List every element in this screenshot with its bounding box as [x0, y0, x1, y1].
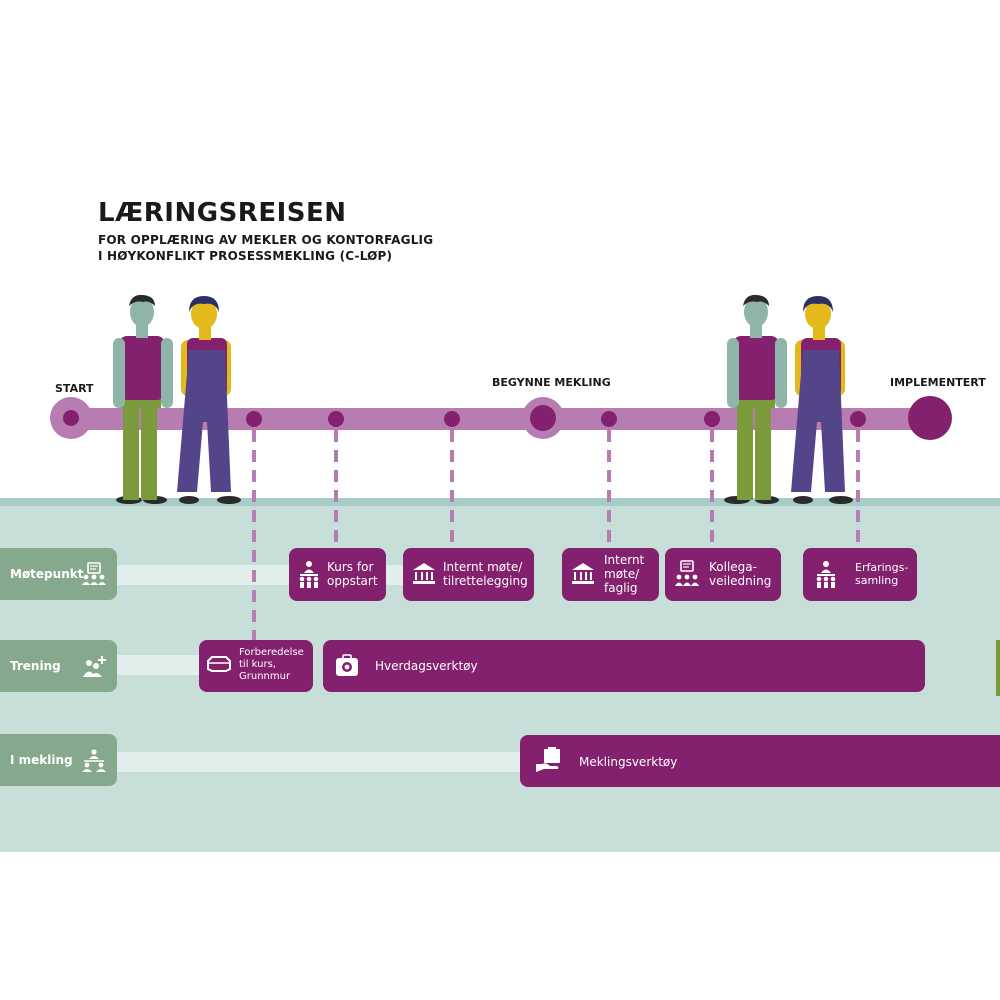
lane-label-text: Trening — [10, 659, 61, 673]
timeline-bar — [55, 408, 940, 430]
edge-accent — [996, 640, 1000, 696]
node-dot — [328, 411, 344, 427]
lane-track-trening — [117, 655, 217, 675]
node-begynne-inner — [530, 405, 556, 431]
people-illustration-left — [113, 294, 241, 504]
card-text-line: faglig — [604, 581, 638, 595]
card-text-line: samling — [855, 574, 899, 587]
woman-figure — [791, 296, 853, 504]
building-icon — [572, 563, 594, 584]
card-meklingsverktoy: Meklingsverktøy — [520, 735, 1000, 787]
card-text-line: Internt — [604, 553, 645, 567]
lane-label-trening: Trening — [0, 640, 117, 692]
card-hverdagsverktoy: Hverdagsverktøy — [323, 640, 925, 692]
card-text-line: Internt møte/ — [443, 560, 523, 574]
card-kurs-for-oppstart: Kurs for oppstart — [289, 548, 386, 601]
node-start-inner — [63, 410, 79, 426]
milestone-implementert: IMPLEMENTERT — [890, 376, 986, 389]
people-illustration-right — [724, 294, 853, 504]
node-dot — [444, 411, 460, 427]
woman-figure — [177, 296, 241, 504]
card-kollegaveiledning: Kollega- veiledning — [665, 548, 781, 601]
card-text-line: Meklingsverktøy — [579, 755, 678, 769]
node-dot — [850, 411, 866, 427]
meeting-icon — [82, 562, 106, 585]
mediation-tool-icon — [536, 747, 560, 772]
card-text-line: veiledning — [709, 574, 772, 588]
card-text-line: Kollega- — [709, 560, 757, 574]
card-text-line: Kurs for — [327, 560, 374, 574]
card-text-line: oppstart — [327, 574, 378, 588]
card-text-line: Grunnmur — [239, 671, 291, 682]
subtitle-line-1: FOR OPPLÆRING AV MEKLER OG KONTORFAGLIG — [98, 233, 434, 247]
node-dot — [704, 411, 720, 427]
building-icon — [413, 563, 435, 584]
card-internt-mote-tilrettelegging: Internt møte/ tilrettelegging — [403, 548, 534, 601]
course-icon — [299, 561, 319, 588]
card-text-line: Hverdagsverktøy — [375, 659, 478, 673]
card-forberedelse: Forberedelse til kurs, Grunnmur — [199, 640, 313, 692]
box-icon — [207, 656, 231, 672]
card-text-line: Forberedelse — [239, 647, 304, 658]
node-dot — [246, 411, 262, 427]
toolbox-icon — [336, 654, 358, 676]
course-icon — [816, 561, 836, 588]
page-title: LÆRINGSREISEN — [98, 198, 347, 228]
man-figure — [113, 294, 173, 504]
card-internt-mote-faglig: Internt møte/ faglig — [562, 548, 659, 601]
card-text-line: møte/ — [604, 567, 640, 581]
lane-label-text: Møtepunkt — [10, 567, 84, 581]
milestone-begynne-mekling: BEGYNNE MEKLING — [492, 376, 611, 389]
training-icon — [83, 656, 106, 677]
colleague-icon — [675, 560, 699, 586]
node-implementert — [908, 396, 952, 440]
subtitle-line-2: I HØYKONFLIKT PROSESSMEKLING (C-LØP) — [98, 249, 393, 263]
node-dot — [601, 411, 617, 427]
lane-track-i-mekling — [117, 752, 537, 772]
lane-label-motepunkt: Møtepunkt — [0, 548, 117, 600]
lane-label-text: I mekling — [10, 753, 73, 767]
card-text-line: til kurs, — [239, 659, 276, 670]
man-figure — [724, 294, 787, 504]
milestone-start: START — [55, 382, 94, 395]
lane-label-i-mekling: I mekling — [0, 734, 117, 786]
card-text-line: tilrettelegging — [443, 574, 528, 588]
mediation-icon — [82, 749, 106, 772]
card-erfaringssamling: Erfarings- samling — [803, 548, 917, 601]
card-text-line: Erfarings- — [855, 561, 909, 574]
